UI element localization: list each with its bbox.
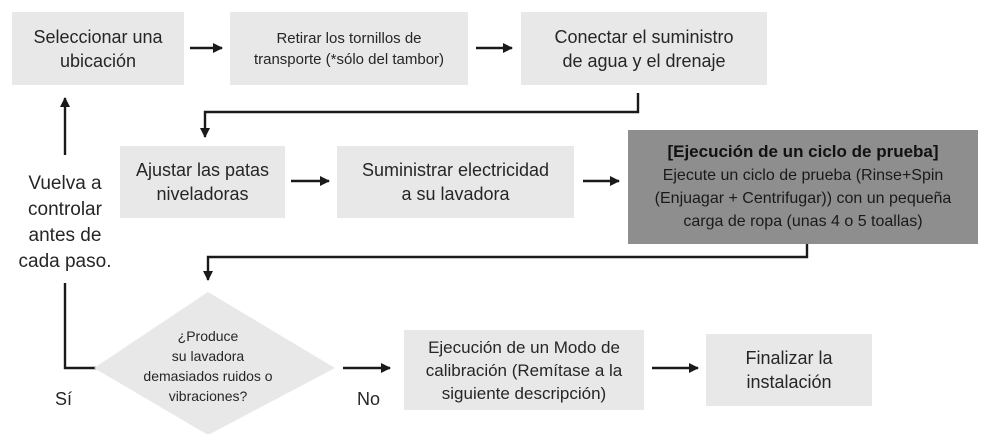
step-text-line: Ajustar las patas <box>135 160 270 180</box>
decision-diamond <box>94 292 335 434</box>
decision-line: vibraciones? <box>168 388 248 404</box>
step-select-location: Seleccionar una ubicación <box>12 12 184 85</box>
step-test-cycle: [Ejecución de un ciclo de prueba] Ejecut… <box>628 130 978 244</box>
decision-line: su lavadora <box>171 348 245 364</box>
decision-line: ¿Produce <box>177 328 239 344</box>
step-connect-water: Conectar el suministro de agua y el dren… <box>521 12 767 85</box>
step-text-line: ubicación <box>59 50 137 71</box>
step-text-line: Seleccionar una <box>33 26 163 47</box>
step-text-line: Conectar el suministro <box>554 26 734 47</box>
step-text-line: siguiente descripción) <box>441 383 607 403</box>
recheck-note: Vuelva a controlar antes de cada paso. <box>6 171 124 275</box>
arrow-yes-back <box>63 283 104 370</box>
no-label: No <box>357 389 381 409</box>
test-cycle-text-line: carga de ropa (unas 4 o 5 toallas) <box>683 212 923 230</box>
arrow-row2-to-decision <box>203 244 809 281</box>
test-cycle-title: [Ejecución de un ciclo de prueba] <box>667 141 939 161</box>
step-text-line: Finalizar la <box>745 348 833 368</box>
step-text-line: Suministrar electricidad <box>361 160 550 180</box>
step-text-line: a su lavadora <box>401 184 510 204</box>
step-calibration-mode: Ejecución de un Modo de calibración (Rem… <box>404 330 644 410</box>
step-text-line: de agua y el drenaje <box>562 50 726 71</box>
decision-line: demasiados ruidos o <box>143 368 273 384</box>
note-line: controlar <box>28 199 102 220</box>
note-line: antes de <box>28 225 102 246</box>
step-text-line: transporte (*sólo del tambor) <box>253 50 445 68</box>
arrow-row1-to-row2 <box>200 93 640 138</box>
step-text-line: instalación <box>746 372 832 392</box>
note-line: Vuelva a <box>28 173 102 194</box>
step-remove-transport-bolts: Retirar los tornillos de transporte (*só… <box>230 12 468 85</box>
yes-label: Sí <box>55 389 73 409</box>
step-text-line: calibración (Remítase a la <box>425 360 623 380</box>
decision-question: ¿Produce su lavadora demasiados ruidos o… <box>128 326 288 406</box>
note-line: cada paso. <box>18 251 112 272</box>
step-text-line: Ejecución de un Modo de <box>428 337 620 357</box>
step-text-line: niveladoras <box>156 184 249 204</box>
step-adjust-leveling-feet: Ajustar las patas niveladoras <box>120 146 285 218</box>
step-supply-electricity: Suministrar electricidad a su lavadora <box>337 146 574 218</box>
step-finish-installation: Finalizar la instalación <box>706 334 872 406</box>
step-text-line: Retirar los tornillos de <box>276 29 422 47</box>
test-cycle-text-line: Ejecute un ciclo de prueba (Rinse+Spin <box>662 166 944 184</box>
test-cycle-text-line: (Enjuagar + Centrifugar)) con un pequeña <box>654 189 952 207</box>
